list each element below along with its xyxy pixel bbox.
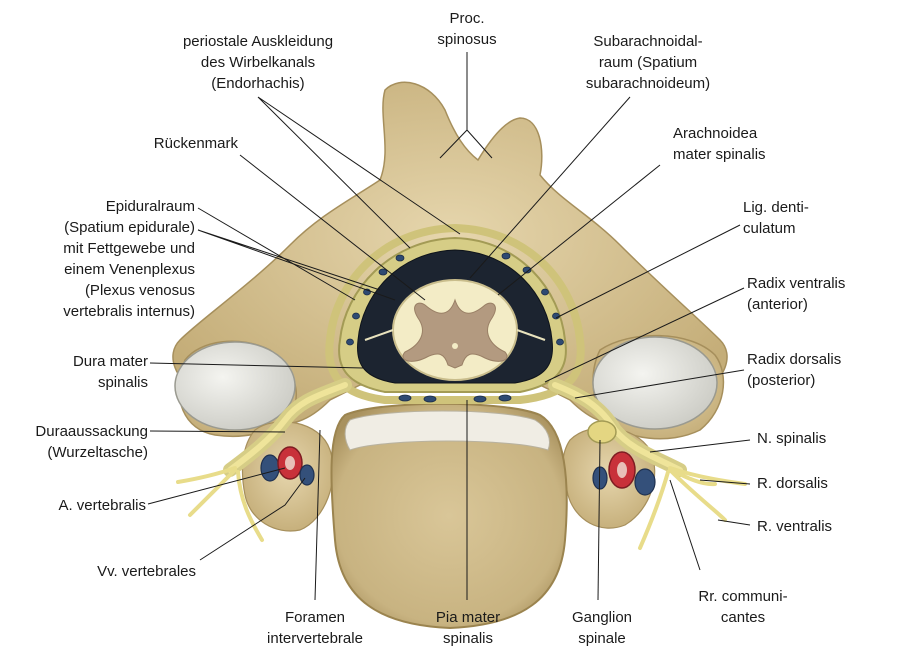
central-canal	[452, 343, 458, 349]
label-n-spinalis: N. spinalis	[757, 430, 827, 447]
label-radix-ventralis: Radix ventralis(anterior)	[747, 275, 846, 313]
lig-denticulatum-right	[516, 329, 546, 341]
label-r-ventralis: R. ventralis	[757, 518, 833, 535]
label-proc-spinosus: Proc.spinosus	[437, 10, 497, 48]
right-articular-facet	[592, 336, 718, 430]
venous-plexus	[346, 252, 564, 403]
disc-rim	[344, 410, 550, 451]
label-rr-communicantes: Rr. communi-cantes	[698, 588, 788, 626]
label-duraaussackung: Duraaussackung(Wurzeltasche)	[35, 423, 148, 461]
label-epiduralraum: Epiduralraum(Spatium epidurale)mit Fettg…	[63, 198, 195, 320]
label-vv-vertebrales: Vv. vertebrales	[97, 563, 196, 580]
label-a-vertebralis: A. vertebralis	[58, 497, 146, 514]
label-lig-denticulatum: Lig. denti-culatum	[743, 199, 809, 237]
grey-matter	[402, 298, 508, 369]
leader-lines	[147, 52, 751, 601]
left-articular-facet	[174, 341, 296, 431]
vertebral-body	[330, 402, 568, 630]
left-nerve-core	[227, 382, 348, 473]
right-nerve-branches	[638, 466, 747, 550]
epidural-fat	[325, 223, 585, 404]
lig-denticulatum-left	[364, 329, 394, 341]
label-rueckenmark: Rückenmark	[153, 135, 238, 152]
left-nerve-branches	[176, 466, 264, 542]
spinal-ganglion	[587, 420, 617, 444]
label-r-dorsalis: R. dorsalis	[757, 475, 828, 492]
label-radix-dorsalis: Radix dorsalis(posterior)	[747, 351, 842, 389]
